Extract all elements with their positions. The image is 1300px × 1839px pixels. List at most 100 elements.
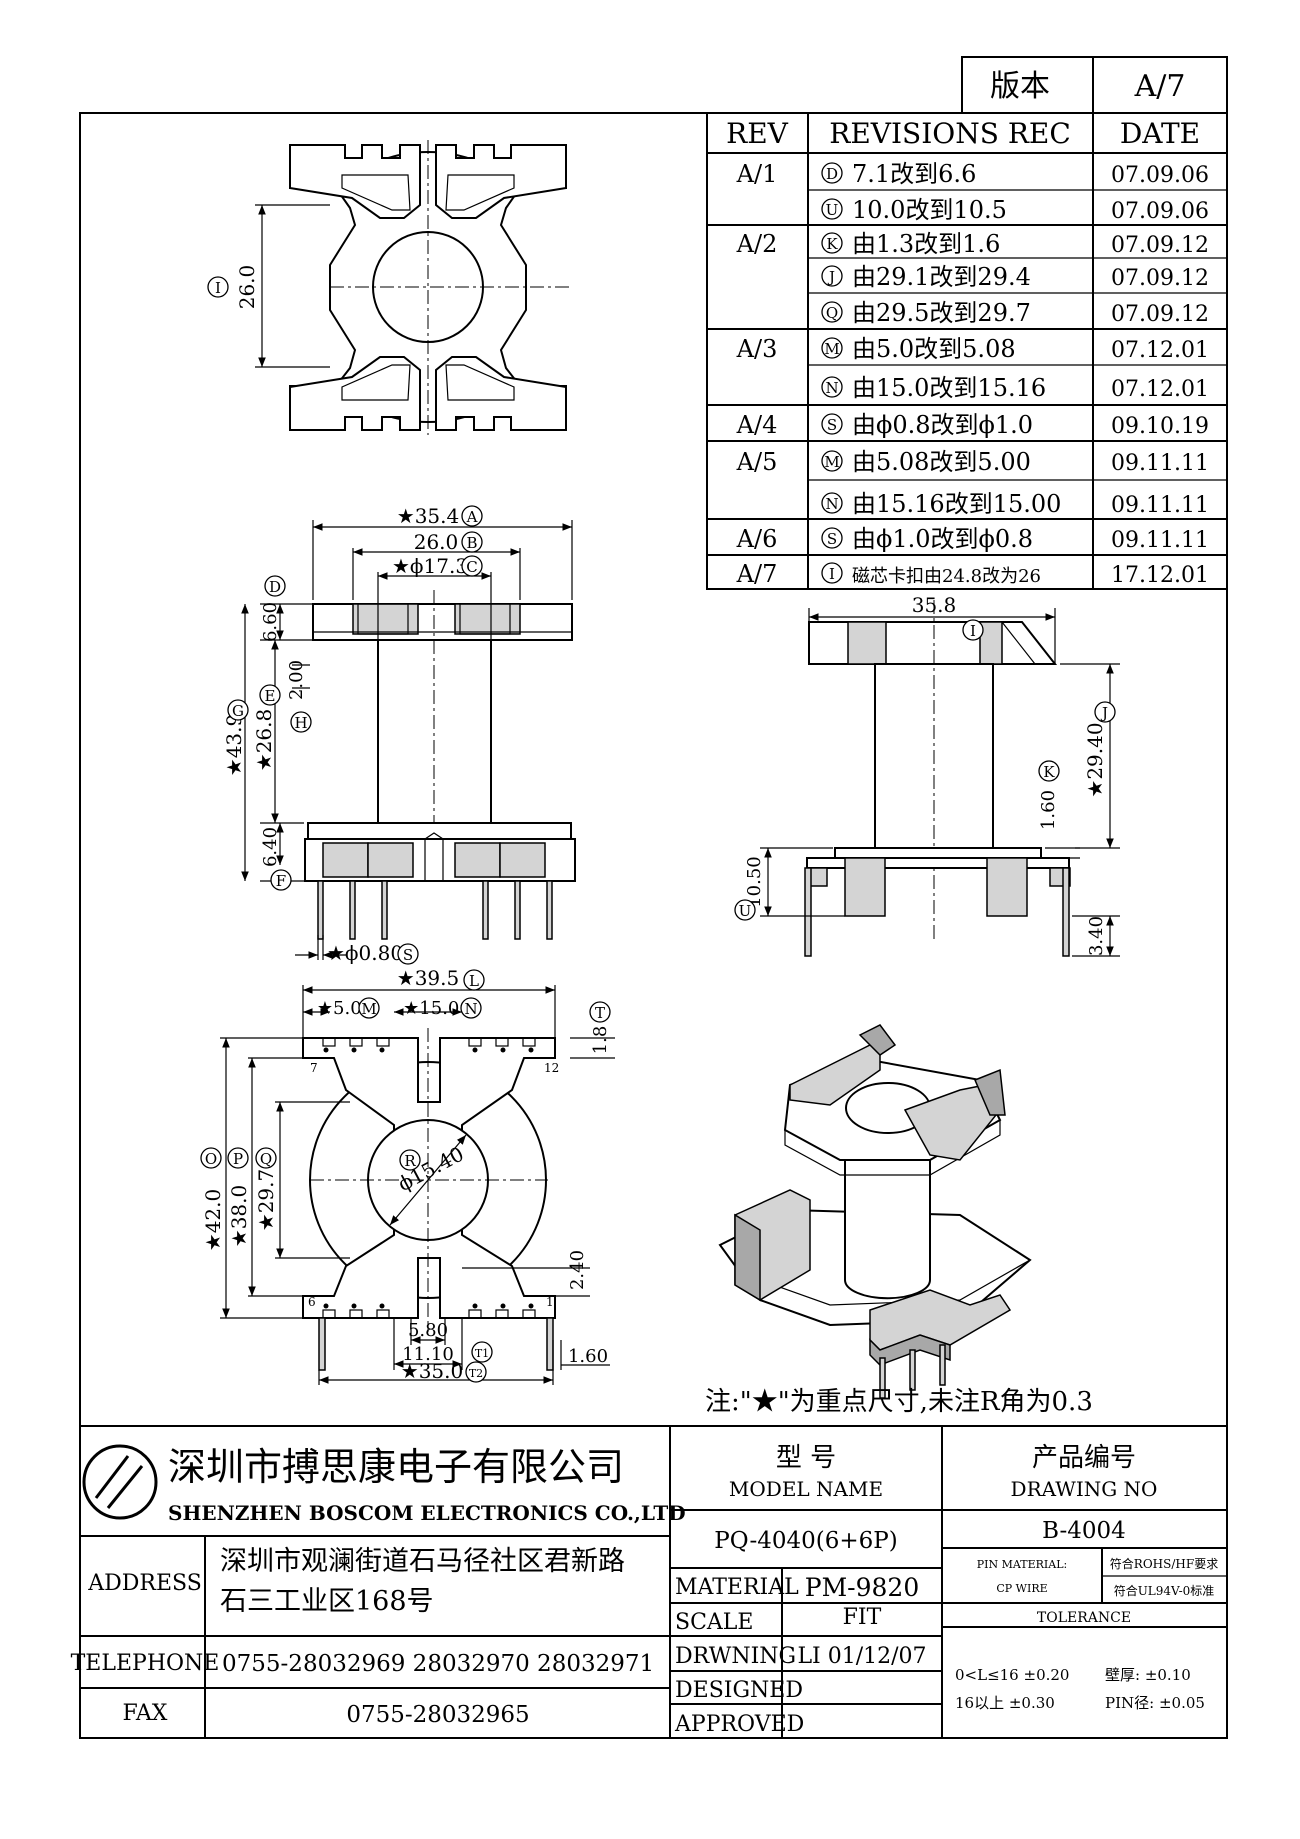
mark-t: T	[595, 1004, 605, 1022]
mark-l: L	[469, 972, 479, 990]
mark-r: R	[404, 1152, 416, 1170]
dim-38-0: ★38.0	[227, 1185, 251, 1247]
rev-mark-circle	[821, 527, 843, 549]
mark-i-side: I	[970, 622, 976, 640]
rev-date: 07.09.12	[1111, 302, 1209, 327]
approved-label: APPROVED	[674, 1712, 804, 1737]
sheet-border	[79, 112, 1228, 1739]
rev-mark-circle	[821, 413, 843, 435]
rev-header: REV	[726, 117, 789, 150]
rev-mark-circle	[821, 232, 843, 254]
mark-i-top: I	[215, 279, 221, 297]
dim-5-00: ★5.00	[317, 998, 373, 1019]
rev-date: 09.11.11	[1111, 493, 1209, 518]
mark-q: Q	[260, 1150, 272, 1168]
side-view: 35.8 I ★29.40 J 1.60 K 10.50 U 3.40	[734, 593, 1120, 957]
material-value: PM-9820	[805, 1573, 920, 1602]
dim-5-80: 5.80	[408, 1320, 448, 1341]
dim-1-60-bottom: 1.60	[568, 1346, 608, 1367]
rev-mark: M	[824, 453, 839, 471]
mark-j: J	[1100, 704, 1108, 722]
rev-mark-circle	[821, 162, 843, 184]
dim-35-8: 35.8	[912, 593, 957, 617]
company-logo-icon	[82, 1444, 158, 1520]
dim-17-3: ★ϕ17.3	[392, 554, 468, 578]
designed-label: DESIGNED	[675, 1678, 803, 1703]
drawing-value: B-4004	[1042, 1518, 1126, 1544]
rev-date: 07.09.12	[1111, 266, 1209, 291]
model-label-cn: 型 号	[776, 1443, 836, 1473]
dim-26-0: 26.0	[414, 530, 459, 554]
mark-h: H	[294, 714, 307, 732]
dim-6-60: 6.60	[260, 602, 281, 642]
dim-10-50: 10.50	[744, 856, 765, 908]
dim-15-00: ★15.00	[403, 998, 471, 1019]
scale-label: SCALE	[675, 1610, 753, 1635]
telephone-label: TELEPHONE	[71, 1651, 220, 1676]
dim-pin: ★ϕ0.80	[327, 941, 403, 965]
material-label: MATERIAL	[675, 1575, 799, 1600]
rev-mark-circle	[821, 198, 843, 220]
dim-35-4: ★35.4	[397, 504, 459, 528]
dim-29-40: ★29.40	[1083, 722, 1107, 797]
rev-mark-circle	[821, 301, 843, 323]
fax-label: FAX	[123, 1701, 168, 1726]
rev-mark-circle	[821, 376, 843, 398]
rev-mark: S	[827, 530, 837, 548]
rev-mark: M	[824, 340, 839, 358]
dim-39-5: ★39.5	[397, 966, 459, 990]
rev-mark: N	[825, 495, 838, 513]
tolerance-row1-b: 壁厚: ±0.10	[1105, 1666, 1191, 1684]
rev-mark-circle	[821, 450, 843, 472]
dim-3-40: 3.40	[1086, 916, 1107, 956]
drwning-label: DRWNING	[675, 1644, 796, 1669]
rev-mark: Q	[826, 304, 838, 322]
dim-42-0: ★42.0	[201, 1189, 225, 1251]
rev-text: 由ϕ0.8改到ϕ1.0	[852, 411, 1033, 439]
rev-text: 由15.0改到15.16	[852, 374, 1046, 402]
address-line2: 石三工业区168号	[220, 1586, 434, 1617]
front-view: ★35.4 A 26.0 B ★ϕ17.3 C 6.60 D ★43.9 G ★…	[222, 504, 576, 965]
mark-b: B	[466, 534, 477, 552]
mark-m: M	[361, 1000, 376, 1018]
rev-mark: J	[827, 268, 835, 286]
pin-label-6: 6	[308, 1295, 316, 1309]
rev-date: 09.10.19	[1111, 414, 1209, 439]
dim-6-40: 6.40	[260, 827, 281, 867]
dim-43-9: ★43.9	[222, 714, 246, 776]
rev-code: A/2	[736, 230, 778, 258]
dim-2-00: 2.00	[286, 660, 307, 700]
dim-26: 26.0	[235, 265, 259, 310]
title-block: 深圳市搏思康电子有限公司 SHENZHEN BOSCOM ELECTRONICS…	[71, 1425, 1227, 1738]
mark-g: G	[232, 702, 244, 720]
rev-mark-circle	[821, 562, 843, 584]
rev-text: 由15.16改到15.00	[852, 490, 1061, 518]
dim-26-8: ★26.8	[252, 709, 276, 771]
req-rohs: 符合ROHS/HF要求	[1110, 1556, 1218, 1571]
rev-mark: N	[825, 379, 838, 397]
rec-header: REVISIONS REC	[829, 117, 1071, 150]
rev-date: 07.09.06	[1111, 163, 1209, 188]
req-ul94: 符合UL94V-0标准	[1114, 1583, 1215, 1598]
mark-e: E	[265, 687, 276, 705]
pin-material-label: PIN MATERIAL:	[977, 1558, 1067, 1571]
rev-mark: U	[826, 201, 839, 219]
rev-code: A/5	[736, 448, 778, 476]
rev-date: 07.12.01	[1111, 377, 1209, 402]
rev-code: A/7	[736, 560, 778, 588]
mark-t1: T1	[475, 1347, 489, 1360]
rev-code: A/3	[736, 335, 778, 363]
rev-mark-circle	[821, 265, 843, 287]
mark-a: A	[466, 508, 478, 526]
dim-29-7: ★29.7	[254, 1169, 278, 1231]
isometric-view	[718, 1024, 1032, 1399]
dim-11-10: 11.10	[402, 1344, 454, 1365]
mark-c: C	[466, 558, 477, 576]
tolerance-label: TOLERANCE	[1037, 1610, 1131, 1626]
rev-date: 07.09.12	[1111, 233, 1209, 258]
pin-material-wire: CP WIRE	[996, 1582, 1047, 1595]
top-view: 26.0 I	[207, 140, 570, 435]
mark-t2: T2	[469, 1367, 483, 1380]
dim-2-40: 2.40	[567, 1250, 588, 1290]
